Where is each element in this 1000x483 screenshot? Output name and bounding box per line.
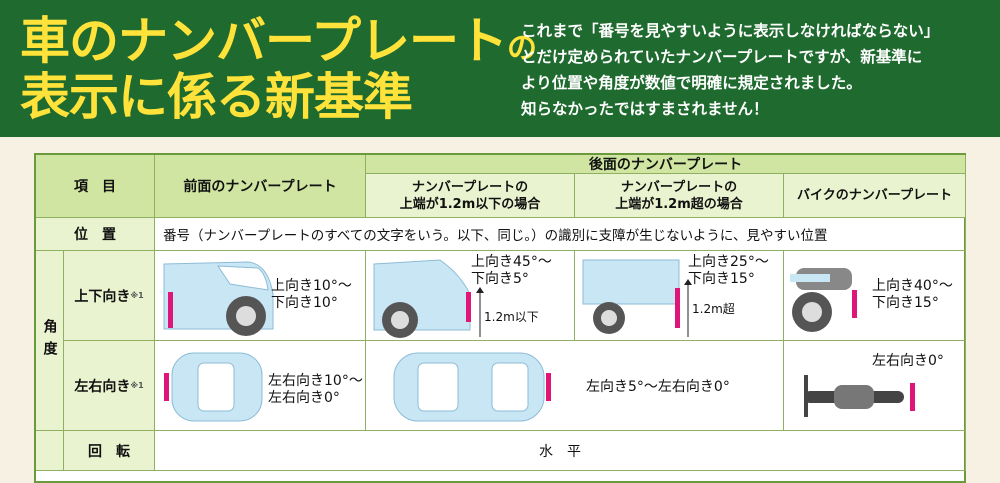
rear-horizontal-cell (366, 341, 784, 431)
bike-top-illustration (804, 375, 915, 417)
rear-car-top-illustration (393, 352, 551, 422)
bike-horizontal-cell (784, 341, 966, 431)
front-car-top-illustration (164, 352, 263, 422)
rear-low-header: ナンバープレートの上端が1.2m以下の場合 (366, 174, 575, 218)
position-text: 番号（ナンバープレートのすべての文字をいう。以下、同じ。）の識別に支障が生じない… (155, 218, 966, 251)
front-horizontal-range: 左右向き10°～左右向き0° (268, 373, 363, 406)
rear-low-vertical-cell (366, 251, 575, 341)
rear-high-vertical-range: 上向き25°～下向き15° (688, 254, 769, 287)
plate-marker (164, 373, 169, 401)
page-title: 車のナンバープレートの (20, 12, 537, 78)
title-particle: の (507, 31, 537, 66)
plate-marker (546, 373, 551, 401)
bike-plate-header: バイクのナンバープレート (784, 174, 966, 218)
rear-high-vertical-cell (575, 251, 784, 341)
item-header: 項 目 (36, 155, 155, 218)
rear-high-truck-illustration (582, 259, 680, 334)
position-label: 位 置 (36, 218, 155, 251)
plate-marker (466, 292, 471, 322)
rear-high-height-label: 1.2m超 (692, 302, 735, 316)
height-arrow (684, 279, 692, 337)
rear-low-vertical-range: 上向き45°～下向き5° (471, 254, 552, 287)
bike-vertical-range: 上向き40°～下向き15° (872, 278, 953, 311)
plate-marker (852, 290, 857, 318)
horizontal-label: 左右向き※1 (64, 341, 155, 431)
rear-low-car-illustration (373, 259, 471, 338)
description-line: 知らなかったではすまされません！ (521, 100, 769, 118)
plate-marker (910, 383, 915, 411)
rotation-text: 水 平 (155, 431, 966, 471)
description-line: これまで「番号を見やすいように表示しなければならない」 (521, 22, 940, 40)
rotation-label: 回 転 (64, 431, 155, 471)
rear-low-height-label: 1.2m以下 (484, 310, 539, 324)
description-line: より位置や角度が数値で明確に規定されました。 (521, 74, 862, 92)
angle-label-cont (36, 431, 64, 471)
front-vertical-cell (155, 251, 366, 341)
plate-marker (675, 288, 680, 328)
rear-horizontal-range: 左向き5°～左右向き0° (586, 379, 730, 395)
height-arrow (476, 287, 484, 337)
angle-label: 角度 (36, 251, 64, 431)
front-vertical-range: 上向き10°～下向き10° (271, 278, 352, 311)
rear-high-header: ナンバープレートの上端が1.2m超の場合 (575, 174, 784, 218)
bike-side-illustration (790, 268, 857, 332)
description-line: とだけ定められていたナンバープレートですが、新基準に (521, 48, 923, 66)
bike-horizontal-range: 左右向き0° (872, 353, 944, 369)
vertical-label: 上下向き※1 (64, 251, 155, 341)
description: これまで「番号を見やすいように表示しなければならない」 とだけ定められていたナン… (521, 18, 991, 122)
plate-marker (168, 292, 173, 328)
header-banner: 車のナンバープレートの 表示に係る新基準 これまで「番号を見やすいように表示しな… (0, 0, 1000, 137)
bike-vertical-cell (784, 251, 966, 341)
title-line1: 車のナンバープレート (20, 12, 508, 70)
rear-plate-header: 後面のナンバープレート (366, 155, 966, 174)
title-line2: 表示に係る新基準 (20, 68, 413, 126)
front-horizontal-cell (155, 341, 366, 431)
front-plate-header: 前面のナンバープレート (155, 155, 366, 218)
standards-table: 項 目 前面のナンバープレート 後面のナンバープレート ナンバープレートの上端が… (34, 153, 966, 483)
front-car-side-illustration (163, 261, 274, 336)
